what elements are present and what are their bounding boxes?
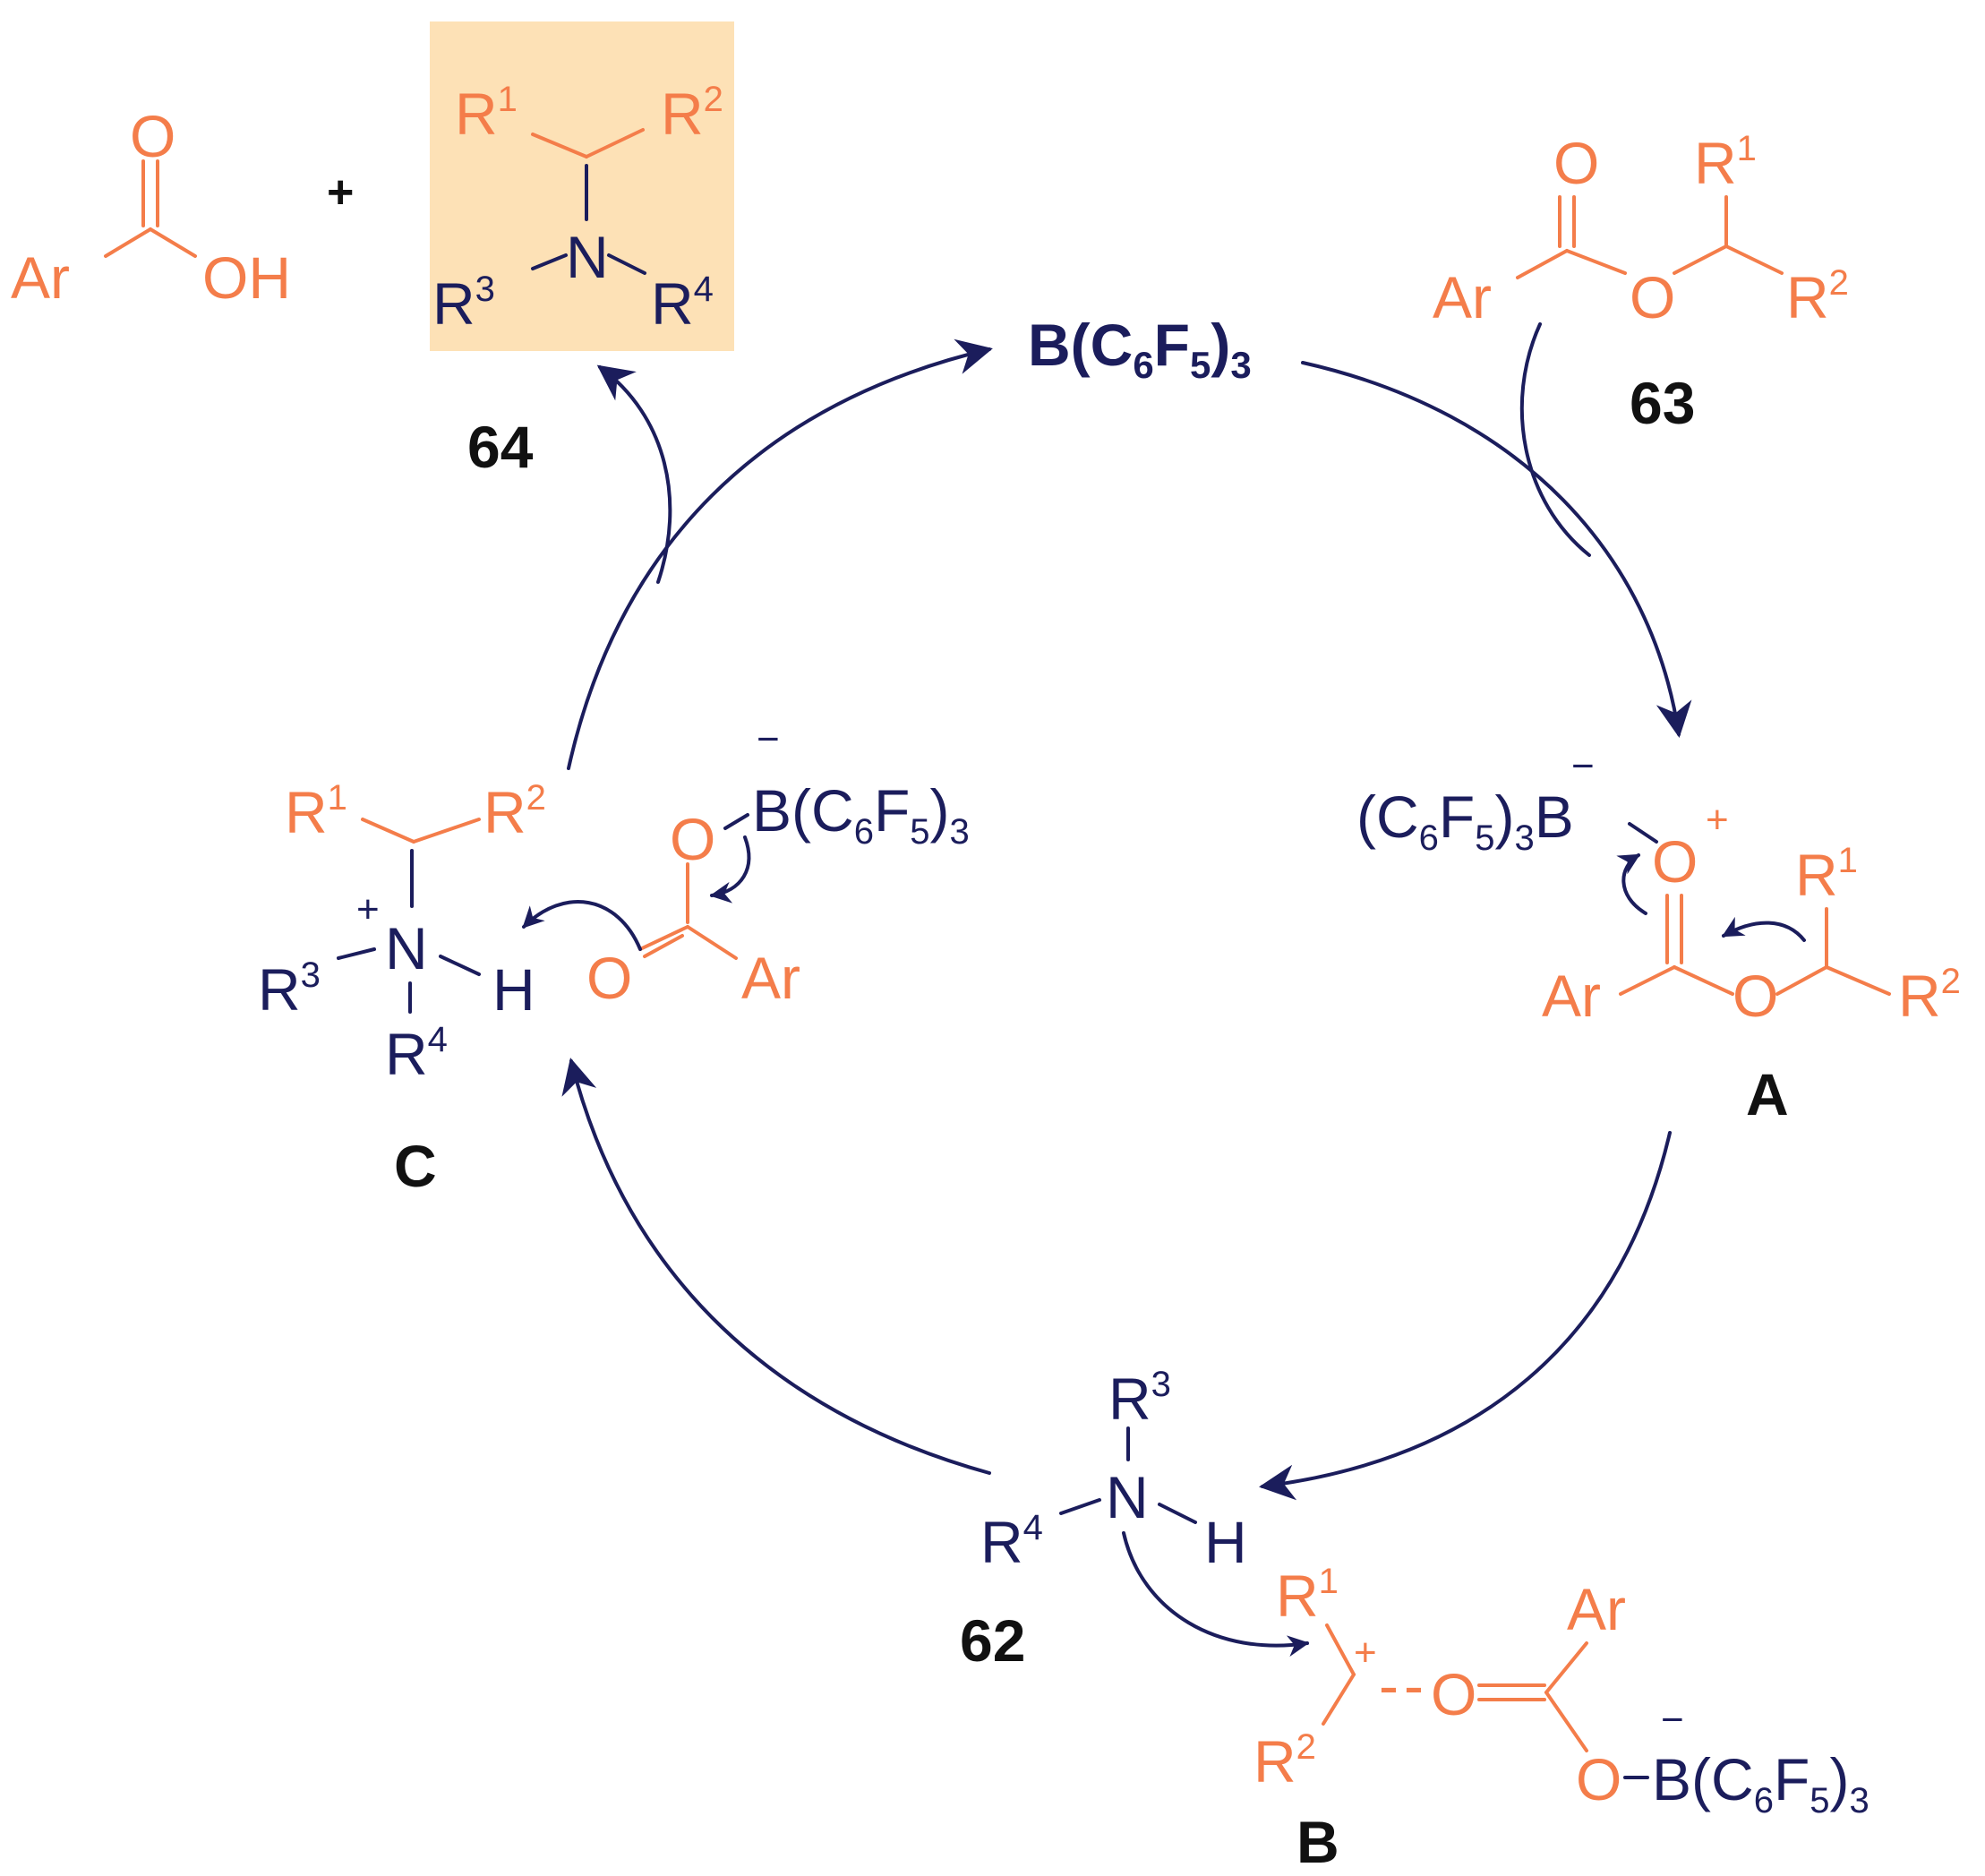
svg-text:R3: R3 <box>1108 1365 1171 1432</box>
intermediate-c: R1 R2 + N R3 H R4 <box>258 778 546 1087</box>
svg-text:−: − <box>757 717 780 761</box>
cycle-arrows <box>561 322 1692 1501</box>
svg-text:R3: R3 <box>258 955 321 1023</box>
svg-text:R2: R2 <box>483 778 546 845</box>
svg-text:R2: R2 <box>1898 962 1961 1029</box>
amine-64-n: N <box>566 224 609 290</box>
svg-text:H: H <box>1204 1509 1247 1575</box>
svg-text:Ar: Ar <box>1433 264 1492 330</box>
acid-oh: OH <box>202 244 291 311</box>
svg-text:R1: R1 <box>455 80 518 147</box>
arrow-64-release <box>596 364 672 584</box>
label-b: B <box>1296 1809 1339 1875</box>
intermediate-a: (C6F5)3B − O + Ar O R1 R2 <box>1356 744 1961 1029</box>
svg-text:R3: R3 <box>432 270 495 337</box>
svg-text:Ar: Ar <box>1567 1576 1626 1642</box>
catalyst-formula: B(C6F5)3 <box>1028 312 1252 386</box>
label-64: 64 <box>467 414 534 480</box>
arrow-catalyst-to-a <box>1301 361 1692 738</box>
svg-text:B(C6F5)3: B(C6F5)3 <box>752 777 970 852</box>
svg-text:R4: R4 <box>385 1020 448 1087</box>
svg-text:−: − <box>1661 1698 1684 1742</box>
svg-text:R2: R2 <box>1253 1727 1316 1795</box>
svg-text:R2: R2 <box>1786 263 1849 330</box>
acid-ar: Ar <box>11 244 70 311</box>
svg-text:R1: R1 <box>285 778 347 845</box>
svg-text:O: O <box>1576 1746 1621 1812</box>
svg-text:R4: R4 <box>651 270 714 337</box>
svg-text:-: - <box>1379 1652 1399 1718</box>
acid-o: O <box>130 103 175 169</box>
svg-text:+: + <box>1706 798 1729 842</box>
svg-text:N: N <box>1106 1464 1149 1530</box>
intermediate-b: R1 + - - O Ar R2 O − B(C6F5)3 <box>1253 1562 1869 1820</box>
svg-text:-: - <box>1404 1652 1424 1718</box>
arrow-62-to-c <box>561 1058 991 1475</box>
label-c: C <box>394 1133 437 1199</box>
borate-carboxylate: − B(C6F5)3 O O Ar <box>522 717 970 1011</box>
svg-text:+: + <box>1354 1631 1377 1675</box>
svg-text:R2: R2 <box>661 80 723 147</box>
substrate-63-ester: Ar O O R1 R2 <box>1433 129 1849 330</box>
arrow-c-to-catalyst <box>567 338 993 770</box>
svg-text:R4: R4 <box>980 1508 1043 1575</box>
label-a: A <box>1746 1061 1789 1127</box>
svg-text:O: O <box>1431 1661 1476 1727</box>
svg-text:O: O <box>586 945 632 1011</box>
label-63: 63 <box>1630 370 1695 436</box>
svg-text:O: O <box>1652 828 1698 895</box>
svg-text:+: + <box>356 887 380 931</box>
svg-text:R1: R1 <box>1795 841 1858 908</box>
svg-text:H: H <box>492 956 535 1023</box>
svg-text:N: N <box>385 915 428 981</box>
arrow-63-entry <box>1519 322 1591 557</box>
svg-text:Ar: Ar <box>1542 963 1601 1029</box>
label-62: 62 <box>960 1607 1025 1674</box>
product-64-amine: R1 R2 N R3 R4 <box>432 80 723 337</box>
svg-text:O: O <box>1630 264 1675 330</box>
product-64-highlight <box>430 21 734 351</box>
svg-text:(C6F5)3B: (C6F5)3B <box>1356 784 1574 858</box>
product-carboxylic-acid: Ar O OH <box>11 103 291 311</box>
svg-text:O: O <box>1733 963 1778 1029</box>
svg-text:O: O <box>1553 130 1599 196</box>
svg-text:Ar: Ar <box>741 945 800 1011</box>
svg-text:−: − <box>1571 744 1595 788</box>
plus-sign: + <box>327 167 354 218</box>
arrow-a-to-62 <box>1259 1131 1672 1501</box>
svg-text:R1: R1 <box>1694 129 1757 196</box>
svg-text:B(C6F5)3: B(C6F5)3 <box>1652 1746 1869 1820</box>
svg-text:R1: R1 <box>1276 1562 1339 1629</box>
amine-62: R3 N R4 H <box>980 1365 1310 1658</box>
svg-text:O: O <box>670 806 715 872</box>
